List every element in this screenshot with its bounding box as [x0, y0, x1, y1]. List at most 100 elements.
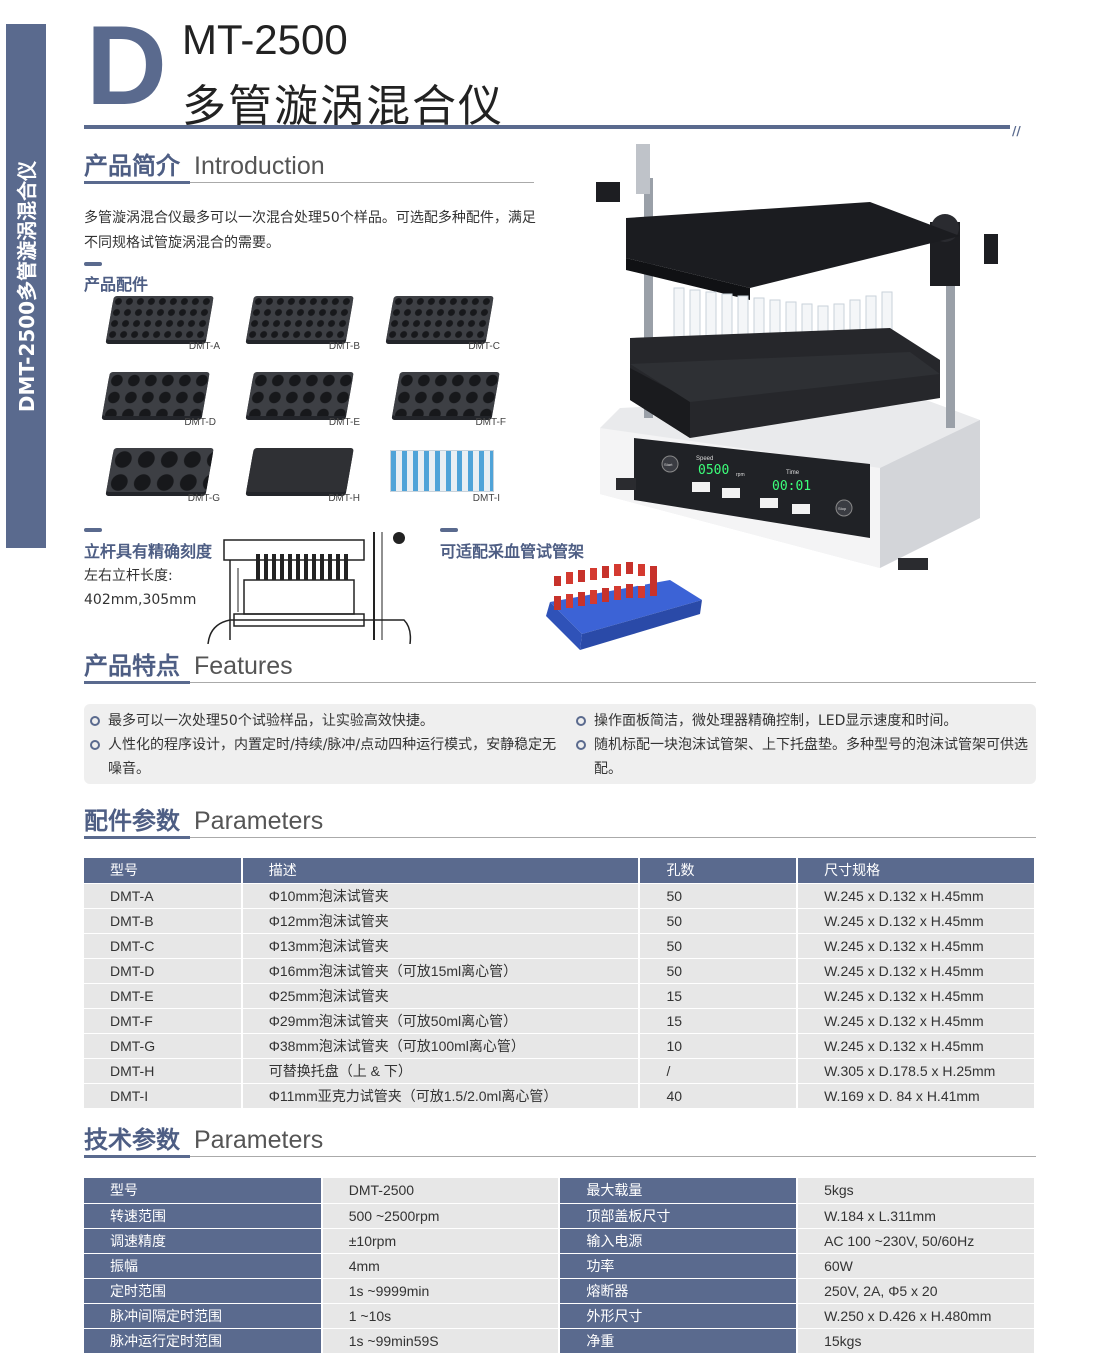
table-cell: 50	[639, 933, 799, 959]
table-header-cell: 型号	[84, 858, 243, 884]
blood-dash	[440, 528, 458, 532]
intro-rule	[190, 182, 534, 183]
param-value: 15kgs	[797, 1328, 1036, 1354]
feature-text: 随机标配一块泡沫试管架、上下托盘垫。多种型号的泡沫试管架可供选配。	[594, 737, 1028, 777]
side-banner-text: DMT-2500多管漩涡混合仪	[15, 160, 40, 412]
features-box	[84, 704, 1036, 784]
tech-params-underline	[84, 1155, 190, 1158]
table-header-row: 型号 描述 孔数 尺寸规格	[84, 858, 1036, 884]
bullet-icon	[90, 740, 100, 750]
accessory-dmt-b: DMT-B	[244, 292, 364, 352]
side-banner: DMT-2500多管漩涡混合仪	[6, 24, 46, 548]
accessory-label: DMT-C	[468, 341, 500, 352]
feature-text: 最多可以一次处理50个试验样品，让实验高效快捷。	[108, 713, 434, 729]
tech-params-rule	[190, 1156, 1036, 1157]
param-value: 60W	[797, 1253, 1036, 1279]
acc-params-title-en: Parameters	[194, 807, 324, 835]
param-key: 定时范围	[84, 1278, 323, 1304]
table-cell: DMT-C	[84, 933, 243, 959]
param-value: 1 ~10s	[321, 1303, 561, 1329]
features-title-en: Features	[194, 652, 293, 680]
accessory-dmt-e: DMT-E	[244, 368, 364, 428]
table-cell: W.245 x D.132 x H.45mm	[797, 958, 1036, 984]
acc-params-underline	[84, 836, 190, 839]
intro-underline	[84, 181, 190, 184]
accessory-label: DMT-E	[328, 417, 360, 428]
param-value: 1s ~9999min	[321, 1278, 561, 1304]
table-cell: DMT-D	[84, 958, 243, 984]
param-key: 顶部盖板尺寸	[559, 1203, 799, 1229]
param-key: 调速精度	[84, 1228, 323, 1254]
table-cell: DMT-F	[84, 1008, 243, 1034]
tech-params-title-en: Parameters	[194, 1126, 324, 1154]
table-cell: Φ16mm泡沫试管夹（可放15ml离心管）	[241, 958, 641, 984]
bullet-icon	[576, 740, 586, 750]
table-cell: 50	[639, 883, 799, 909]
table-cell: DMT-G	[84, 1033, 243, 1059]
param-value: W.250 x D.426 x H.480mm	[797, 1303, 1036, 1329]
table-cell: DMT-E	[84, 983, 243, 1009]
product-image: Speed 0500 rpm Time 00:01 Start Stop	[596, 144, 998, 570]
header-rule	[84, 125, 1010, 129]
table-cell: DMT-A	[84, 883, 243, 909]
time-display: 00:01	[772, 479, 811, 494]
param-value: W.184 x L.311mm	[797, 1203, 1036, 1229]
param-key: 脉冲间隔定时范围	[84, 1303, 323, 1329]
param-key: 脉冲运行定时范围	[84, 1328, 323, 1354]
table-cell: Φ25mm泡沫试管夹	[241, 983, 641, 1009]
speed-display: 0500	[698, 463, 729, 478]
table-header-cell: 尺寸规格	[797, 858, 1036, 884]
model-title: MT-2500	[182, 16, 348, 63]
table-header-cell: 孔数	[639, 858, 799, 884]
accessory-dmt-d: DMT-D	[100, 368, 220, 428]
table-cell: Φ11mm亚克力试管夹（可放1.5/2.0ml离心管）	[241, 1083, 641, 1109]
param-value: 4mm	[321, 1253, 561, 1279]
table-cell: W.245 x D.132 x H.45mm	[797, 908, 1036, 934]
features-rule	[190, 682, 1036, 683]
param-key: 输入电源	[559, 1228, 799, 1254]
table-cell: 15	[639, 983, 799, 1009]
blood-tube-rack-image	[546, 562, 702, 650]
accessory-dmt-g: DMT-G	[104, 444, 224, 504]
table-cell: W.245 x D.132 x H.45mm	[797, 933, 1036, 959]
bullet-icon	[90, 716, 100, 726]
accessory-dmt-h: DMT-H	[244, 444, 364, 504]
accessory-label: DMT-G	[187, 493, 220, 504]
accessory-label: DMT-I	[472, 493, 500, 504]
param-key: 外形尺寸	[559, 1303, 799, 1329]
table-cell: DMT-B	[84, 908, 243, 934]
accessory-dmt-a: DMT-A	[104, 292, 224, 352]
table-cell: 40	[639, 1083, 799, 1109]
rod-length-label: 左右立杆长度:	[84, 568, 173, 584]
param-value: 1s ~99min59S	[321, 1328, 561, 1354]
accessory-label: DMT-D	[184, 417, 216, 428]
table-cell: Φ10mm泡沫试管夹	[241, 883, 641, 909]
start-button-label: Start	[664, 462, 673, 467]
param-value: DMT-2500	[321, 1178, 561, 1204]
accessory-dmt-f: DMT-F	[390, 368, 510, 428]
bullet-icon	[576, 716, 586, 726]
blood-rack-title: 可适配采血管试管架	[440, 542, 585, 561]
table-cell: Φ29mm泡沫试管夹（可放50ml离心管）	[241, 1008, 641, 1034]
intro-title-en: Introduction	[194, 152, 325, 180]
param-key: 振幅	[84, 1253, 323, 1279]
header-letter: D	[86, 3, 167, 128]
feature-item: 人性化的程序设计，内置定时/持续/脉冲/点动四种运行模式，安静稳定无噪音。	[90, 733, 558, 781]
rod-dash	[84, 528, 102, 532]
param-key: 功率	[559, 1253, 799, 1279]
table-cell: /	[639, 1058, 799, 1084]
param-value: ±10rpm	[321, 1228, 561, 1254]
table-cell: 可替换托盘（上 & 下）	[241, 1058, 641, 1084]
feature-text: 操作面板简洁，微处理器精确控制，LED显示速度和时间。	[594, 713, 958, 729]
